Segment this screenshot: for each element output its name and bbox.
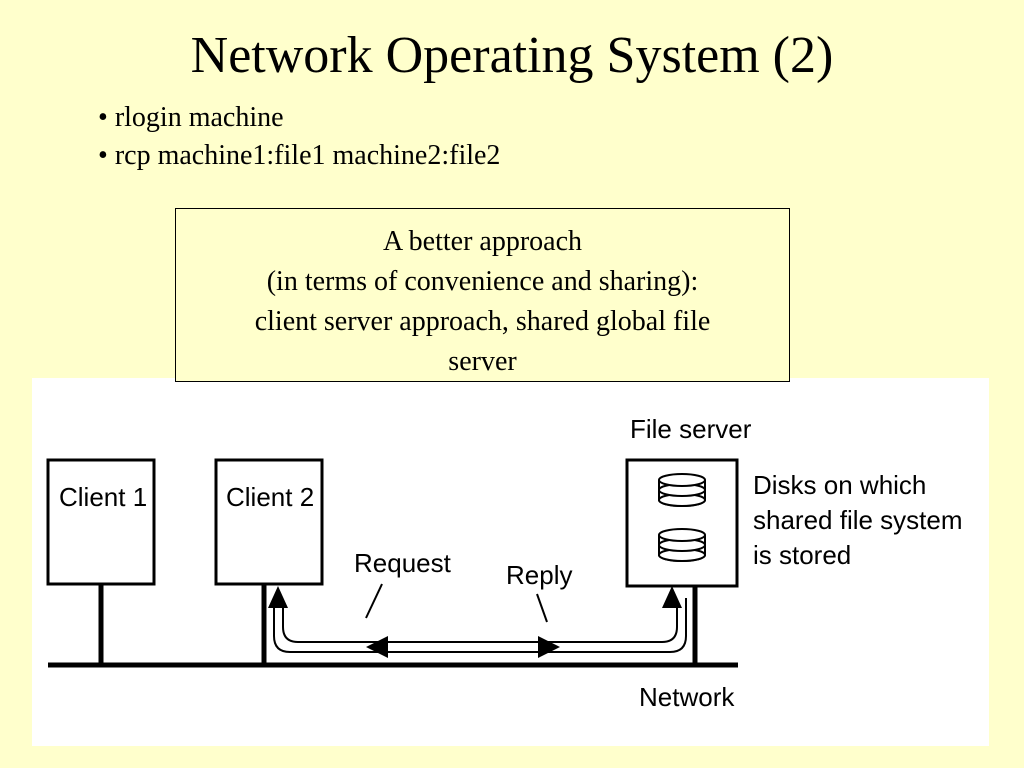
network-label: Network bbox=[639, 682, 735, 712]
bullet-symbol: • bbox=[98, 102, 108, 133]
client2-box bbox=[214, 458, 324, 586]
network-diagram-svg: Client 1 Client 2 File server Disks on w… bbox=[46, 414, 963, 712]
callout-box: A better approach (in terms of convenien… bbox=[175, 208, 790, 382]
client2-label: Client 2 bbox=[226, 482, 314, 512]
callout-line: A better approach bbox=[382, 226, 583, 257]
bullet-item: • rcp machine1:file1 machine2:file2 bbox=[98, 137, 500, 175]
client1-box bbox=[46, 458, 156, 586]
disks-label: shared file system bbox=[753, 505, 963, 535]
request-pointer bbox=[365, 583, 383, 619]
disk-icon bbox=[658, 473, 706, 507]
bullet-text: rcp machine1:file1 machine2:file2 bbox=[114, 140, 501, 171]
message-path-inner bbox=[282, 602, 678, 643]
arrowhead-up-icon bbox=[662, 586, 682, 608]
network-diagram: Client 1 Client 2 File server Disks on w… bbox=[32, 378, 989, 746]
reply-pointer bbox=[536, 593, 548, 623]
disks-label: Disks on which bbox=[753, 470, 926, 500]
callout-line: (in terms of convenience and sharing): bbox=[266, 266, 699, 297]
request-arrowhead-icon bbox=[366, 636, 388, 658]
disk-icon bbox=[658, 528, 706, 562]
file-server-label: File server bbox=[630, 414, 752, 444]
slide-title: Network Operating System (2) bbox=[190, 27, 834, 84]
bullet-symbol: • bbox=[98, 140, 108, 171]
reply-arrowhead-icon bbox=[538, 636, 560, 658]
client1-label: Client 1 bbox=[59, 482, 147, 512]
reply-label: Reply bbox=[506, 560, 572, 590]
callout-line: client server approach, shared global fi… bbox=[254, 306, 711, 337]
bullet-list: • rlogin machine • rcp machine1:file1 ma… bbox=[98, 99, 500, 175]
callout-line: server bbox=[448, 346, 517, 377]
disks-label: is stored bbox=[753, 540, 851, 570]
bullet-item: • rlogin machine bbox=[98, 99, 500, 137]
message-path-outer bbox=[273, 598, 687, 653]
bullet-text: rlogin machine bbox=[114, 102, 284, 133]
arrowhead-up-icon bbox=[268, 586, 288, 608]
request-label: Request bbox=[354, 548, 452, 578]
